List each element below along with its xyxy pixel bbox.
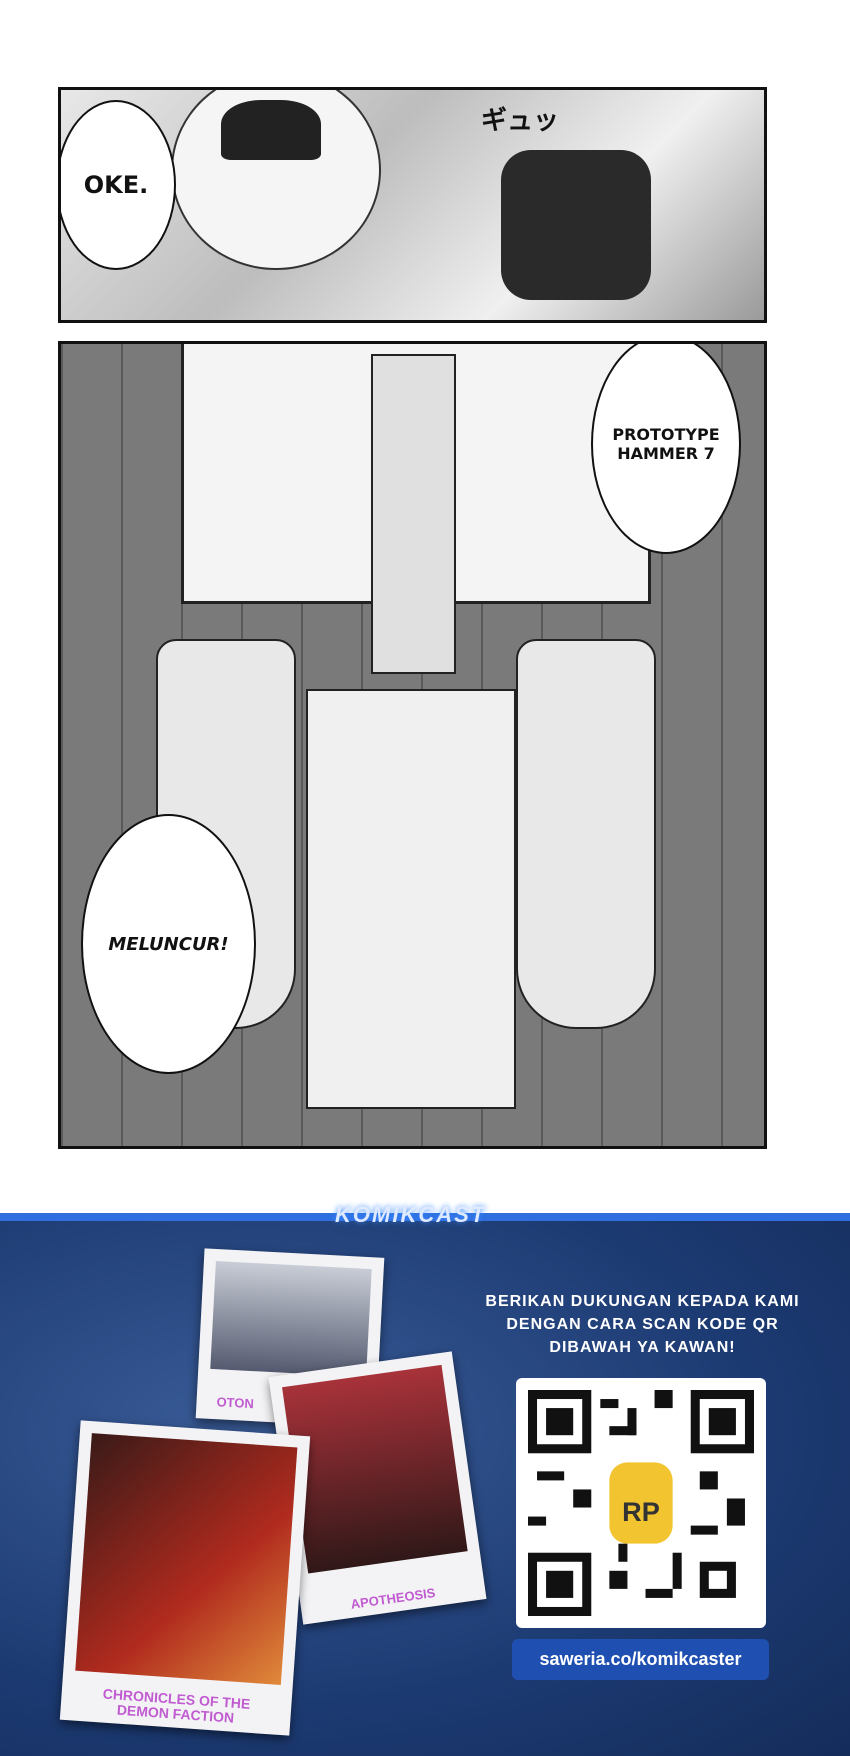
komikcast-logo: KOMIKCAST [335, 1202, 487, 1227]
cover-title: CHRONICLES OF THE DEMON FACTION [102, 1685, 251, 1726]
qr-code[interactable]: RP [516, 1378, 766, 1628]
pilot-hair [221, 100, 321, 160]
ship-body [306, 689, 516, 1109]
speech-bubble: PROTOTYPE HAMMER 7 [591, 344, 741, 554]
cover-card[interactable]: CHRONICLES OF THE DEMON FACTION [59, 1420, 311, 1736]
banner-bar [0, 1213, 850, 1221]
sfx-text: ギュッ [481, 105, 560, 135]
speech-bubble: OKE. [61, 100, 176, 270]
ship-right-pod [516, 639, 656, 1029]
qr-code-icon: RP [528, 1390, 754, 1616]
speech-bubble: MELUNCUR! [81, 814, 256, 1074]
saweria-link[interactable]: saweria.co/komikcaster [512, 1639, 769, 1680]
ship-nose [371, 354, 456, 674]
gloved-fist [501, 150, 651, 300]
cover-title: APOTHEOSIS [349, 1585, 437, 1612]
qr-badge: RP [622, 1496, 660, 1527]
support-text: BERIKAN DUKUNGAN KEPADA KAMI DENGAN CARA… [485, 1293, 800, 1356]
manga-panel-2: PROTOTYPE HAMMER 7 MELUNCUR! [58, 341, 767, 1149]
manga-panel-1: ギュッ OKE. [58, 87, 767, 323]
